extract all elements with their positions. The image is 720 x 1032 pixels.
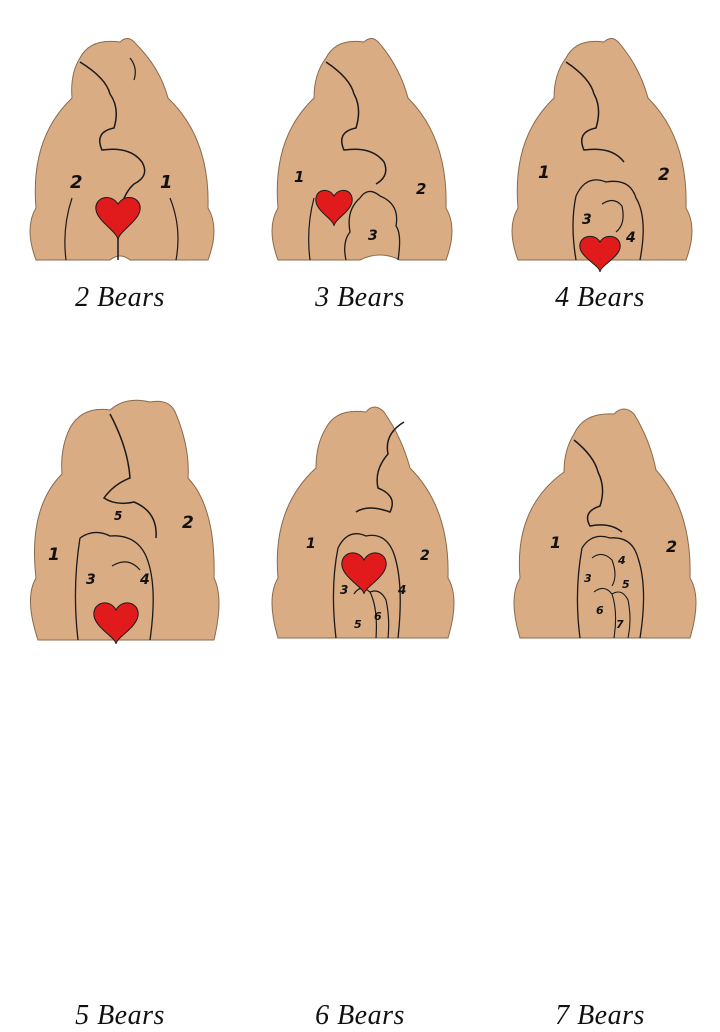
bear-number: 4 xyxy=(397,583,406,597)
product-card-5-bears[interactable]: 1 2 3 4 5 5 Bears xyxy=(0,360,240,1031)
bear-number: 5 xyxy=(622,578,630,591)
product-card-3-bears[interactable]: 1 2 3 3 Bears xyxy=(240,0,480,360)
bear-number: 3 xyxy=(368,228,378,244)
bear-number: 2 xyxy=(658,165,670,185)
bear-puzzle-image: 1 2 3 xyxy=(271,38,453,261)
product-card-4-bears[interactable]: 1 2 3 4 4 Bears xyxy=(480,0,720,360)
bear-number: 3 xyxy=(86,572,96,588)
bear-puzzle-image: 1 2 3 4 xyxy=(511,38,693,273)
bear-number: 6 xyxy=(596,604,604,617)
bear-number: 1 xyxy=(160,172,173,193)
bear-number: 4 xyxy=(625,230,636,246)
bear-number: 1 xyxy=(306,536,316,552)
product-card-7-bears[interactable]: 1 2 3 4 5 6 7 7 Bears xyxy=(480,360,720,1031)
product-card-2-bears[interactable]: 2 1 2 Bears xyxy=(0,0,240,360)
bear-number: 2 xyxy=(666,537,677,556)
bear-number: 3 xyxy=(340,583,348,597)
bear-number: 5 xyxy=(354,618,362,631)
bear-number: 1 xyxy=(294,168,304,186)
bear-number: 3 xyxy=(582,212,592,228)
product-caption: 2 Bears xyxy=(75,282,165,313)
bear-number: 7 xyxy=(616,618,624,631)
bear-number: 1 xyxy=(48,545,60,565)
bear-number: 6 xyxy=(374,610,382,623)
bear-puzzle-image: 1 2 3 4 5 6 7 xyxy=(513,408,697,639)
bear-puzzle-image: 1 2 3 4 5 6 xyxy=(271,406,455,639)
bear-number: 1 xyxy=(550,533,561,552)
bear-number: 5 xyxy=(114,509,122,523)
bear-number: 4 xyxy=(617,554,626,567)
bear-puzzle-image: 2 1 xyxy=(29,38,215,261)
bear-number: 1 xyxy=(538,163,550,183)
product-caption: 4 Bears xyxy=(555,282,645,313)
bear-number: 4 xyxy=(139,572,150,588)
bear-number: 2 xyxy=(420,548,430,564)
product-caption: 3 Bears xyxy=(315,282,405,313)
product-card-6-bears[interactable]: 1 2 3 4 5 6 6 Bears xyxy=(240,360,480,1031)
product-caption: 5 Bears xyxy=(75,1000,165,1031)
bear-number: 2 xyxy=(182,513,194,533)
bear-number: 2 xyxy=(70,172,83,193)
product-caption: 7 Bears xyxy=(555,1000,645,1031)
bear-number: 3 xyxy=(584,572,592,585)
bear-puzzle-image: 1 2 3 4 5 xyxy=(29,399,220,645)
bear-number: 2 xyxy=(416,180,426,198)
product-caption: 6 Bears xyxy=(315,1000,405,1031)
